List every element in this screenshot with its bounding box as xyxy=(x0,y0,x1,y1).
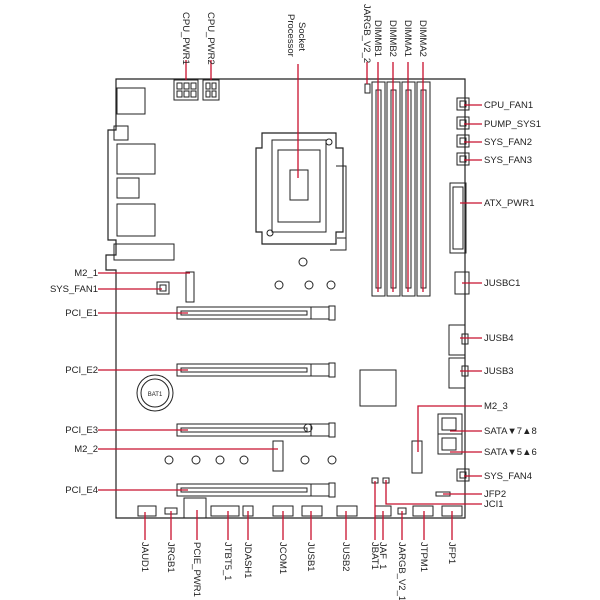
label-jusbc1: JUSBC1 xyxy=(484,278,520,289)
label-jbat1: JBAT1 xyxy=(369,542,380,570)
label-dimma1: DIMMA1 xyxy=(402,20,413,57)
label-jaud1: JAUD1 xyxy=(139,542,150,572)
sata-ports xyxy=(437,413,463,455)
right-fan-headers xyxy=(456,97,470,166)
label-sys-fan3: SYS_FAN3 xyxy=(484,155,532,166)
label-jusb3: JUSB3 xyxy=(484,366,514,377)
right-labels: CPU_FAN1 PUMP_SYS1 SYS_FAN2 SYS_FAN3 ATX… xyxy=(484,100,541,510)
label-sys-fan4: SYS_FAN4 xyxy=(484,471,532,482)
chipset xyxy=(359,369,397,407)
bottom-headers xyxy=(137,477,463,519)
label-jusb1: JUSB1 xyxy=(305,542,316,572)
pcie-slots xyxy=(176,305,336,498)
label-dimmb2: DIMMB2 xyxy=(387,20,398,57)
label-cpu-fan1: CPU_FAN1 xyxy=(484,100,533,111)
atx-pwr1-connector xyxy=(449,182,467,254)
bat1-battery: BAT1 xyxy=(136,374,174,412)
cpu-pwr2-connector xyxy=(202,79,220,101)
label-jrgb1: JRGB1 xyxy=(165,542,176,573)
label-pump-sys1: PUMP_SYS1 xyxy=(484,119,541,130)
label-jfp2: JFP2 xyxy=(484,489,506,500)
board-outline xyxy=(105,78,466,519)
label-jdash1: JDASH1 xyxy=(242,542,253,578)
label-jtpm1: JTPM1 xyxy=(418,542,429,572)
label-jargb-v2-2: JARGB_V2_2 xyxy=(361,4,372,63)
label-m2-2: M2_2 xyxy=(74,444,98,455)
bottom-labels: JAUD1 JRGB1 PCIE_PWR1 JTBT5_1 JDASH1 JCO… xyxy=(139,542,457,600)
label-jci1: JCI1 xyxy=(484,499,504,510)
label-jaf-1: JAF_1 xyxy=(377,542,388,569)
sys-fan4-header xyxy=(456,468,470,482)
left-labels: M2_1 SYS_FAN1 PCI_E1 PCI_E2 PCI_E3 M2_2 … xyxy=(50,268,98,496)
label-cpu-pwr2: CPU_PWR2 xyxy=(205,12,216,65)
label-jfp1: JFP1 xyxy=(446,542,457,564)
label-pci-e4: PCI_E4 xyxy=(65,485,98,496)
label-sys-fan1: SYS_FAN1 xyxy=(50,284,98,295)
processor-socket xyxy=(255,132,347,251)
label-socket: Socket xyxy=(296,22,307,51)
label-pci-e1: PCI_E1 xyxy=(65,308,98,319)
label-jusb2: JUSB2 xyxy=(340,542,351,572)
label-jargb-v2-1: JARGB_V2_1 xyxy=(396,542,407,600)
mounting-holes xyxy=(164,257,337,465)
label-processor: Processor xyxy=(285,14,296,57)
label-jtbt5-1: JTBT5_1 xyxy=(222,542,233,581)
label-m2-3: M2_3 xyxy=(484,401,508,412)
m2-slots xyxy=(185,271,423,474)
cpu-pwr1-connector xyxy=(173,79,199,101)
label-pci-e2: PCI_E2 xyxy=(65,365,98,376)
sys-fan1-header xyxy=(156,281,170,295)
bat1-label: BAT1 xyxy=(148,392,163,398)
label-jcom1: JCOM1 xyxy=(277,542,288,574)
label-dimmb1: DIMMB1 xyxy=(372,20,383,57)
jargb-v2-2-header xyxy=(364,83,371,94)
label-sata56: SATA▼5▲6 xyxy=(484,447,537,458)
label-cpu-pwr1: CPU_PWR1 xyxy=(180,12,191,65)
label-dimma2: DIMMA2 xyxy=(417,20,428,57)
label-atx-pwr1: ATX_PWR1 xyxy=(484,198,535,209)
label-jusb4: JUSB4 xyxy=(484,333,514,344)
dimm-slots xyxy=(371,81,431,297)
label-pcie-pwr1: PCIE_PWR1 xyxy=(191,542,202,597)
label-m2-1: M2_1 xyxy=(74,268,98,279)
label-sys-fan2: SYS_FAN2 xyxy=(484,137,532,148)
label-pci-e3: PCI_E3 xyxy=(65,425,98,436)
label-sata78: SATA▼7▲8 xyxy=(484,426,537,437)
top-labels: CPU_PWR1 CPU_PWR2 Processor Socket JARGB… xyxy=(180,4,428,65)
rear-io-panel xyxy=(113,87,175,261)
leader-lines xyxy=(98,60,482,540)
